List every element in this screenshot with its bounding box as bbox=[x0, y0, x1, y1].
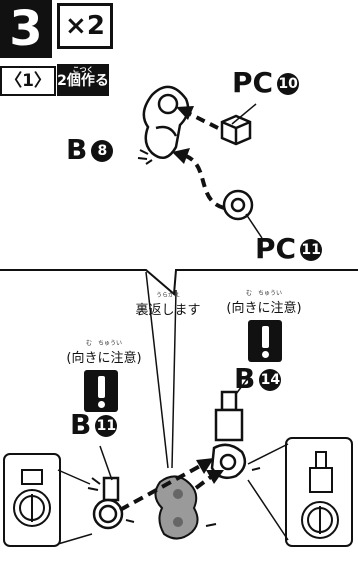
part-number-badge: 10 bbox=[277, 73, 300, 95]
warning-icon bbox=[84, 370, 118, 412]
part-letter: B bbox=[66, 133, 88, 166]
part-b14-drawing bbox=[210, 390, 247, 479]
arrow-head bbox=[196, 458, 214, 474]
part-gray-connector bbox=[154, 475, 199, 540]
multiplier-badge: ×2 bbox=[57, 3, 113, 49]
arrow-head bbox=[206, 470, 224, 484]
arrow-head bbox=[176, 106, 194, 120]
turn-over-note: うらがえ 裏返します bbox=[118, 292, 218, 318]
dashed-arrow bbox=[194, 474, 214, 490]
callout-line bbox=[171, 289, 177, 469]
part-number-badge: 14 bbox=[259, 369, 282, 391]
warning-icon bbox=[248, 320, 282, 362]
caution-text: (向きに注意) bbox=[66, 351, 142, 366]
part-b8-drawing bbox=[142, 85, 190, 160]
part-number-badge: 8 bbox=[91, 140, 114, 162]
caution-ruby: む ちゅうい bbox=[245, 290, 282, 297]
emphasis-marks bbox=[87, 467, 261, 527]
caution-text: (向きに注意) bbox=[226, 301, 302, 316]
make-count-label: こつく 2個作る bbox=[57, 64, 109, 96]
detail-connector bbox=[247, 443, 289, 541]
caution-note-left: む ちゅうい (向きに注意) bbox=[54, 340, 154, 366]
part-letter: B bbox=[234, 362, 256, 395]
detail-connector bbox=[57, 469, 93, 545]
part-pc10-drawing bbox=[220, 114, 252, 146]
caution-ruby: む ちゅうい bbox=[85, 340, 122, 347]
part-number-badge: 11 bbox=[300, 239, 323, 261]
leader-line bbox=[235, 377, 249, 395]
detail-drawing-right bbox=[301, 451, 339, 539]
leader-line bbox=[245, 213, 263, 239]
part-pc11-drawing bbox=[222, 189, 254, 221]
turn-over-ruby: うらがえ bbox=[155, 292, 180, 299]
callout-line bbox=[145, 271, 169, 469]
arrow-head bbox=[172, 148, 190, 164]
dashed-arrow bbox=[189, 112, 219, 130]
part-letter: B bbox=[70, 408, 92, 441]
sub-step-label: 〈1〉 bbox=[0, 66, 56, 96]
detail-drawing-left bbox=[13, 469, 51, 527]
make-count-text: 2個作る bbox=[57, 73, 109, 89]
step-number: 3 bbox=[0, 0, 52, 58]
part-number-badge: 11 bbox=[95, 415, 118, 437]
part-letter: PC bbox=[232, 66, 274, 99]
make-count-ruby: こつく bbox=[72, 66, 94, 74]
section-divider bbox=[0, 269, 358, 297]
emphasis-marks bbox=[137, 149, 153, 165]
leader-line bbox=[99, 445, 113, 481]
part-b11-drawing bbox=[92, 476, 124, 530]
caution-note-right: む ちゅうい (向きに注意) bbox=[214, 290, 314, 316]
turn-over-text: 裏返します bbox=[135, 303, 201, 318]
dashed-arrow bbox=[185, 154, 225, 210]
leader-line bbox=[231, 103, 257, 125]
